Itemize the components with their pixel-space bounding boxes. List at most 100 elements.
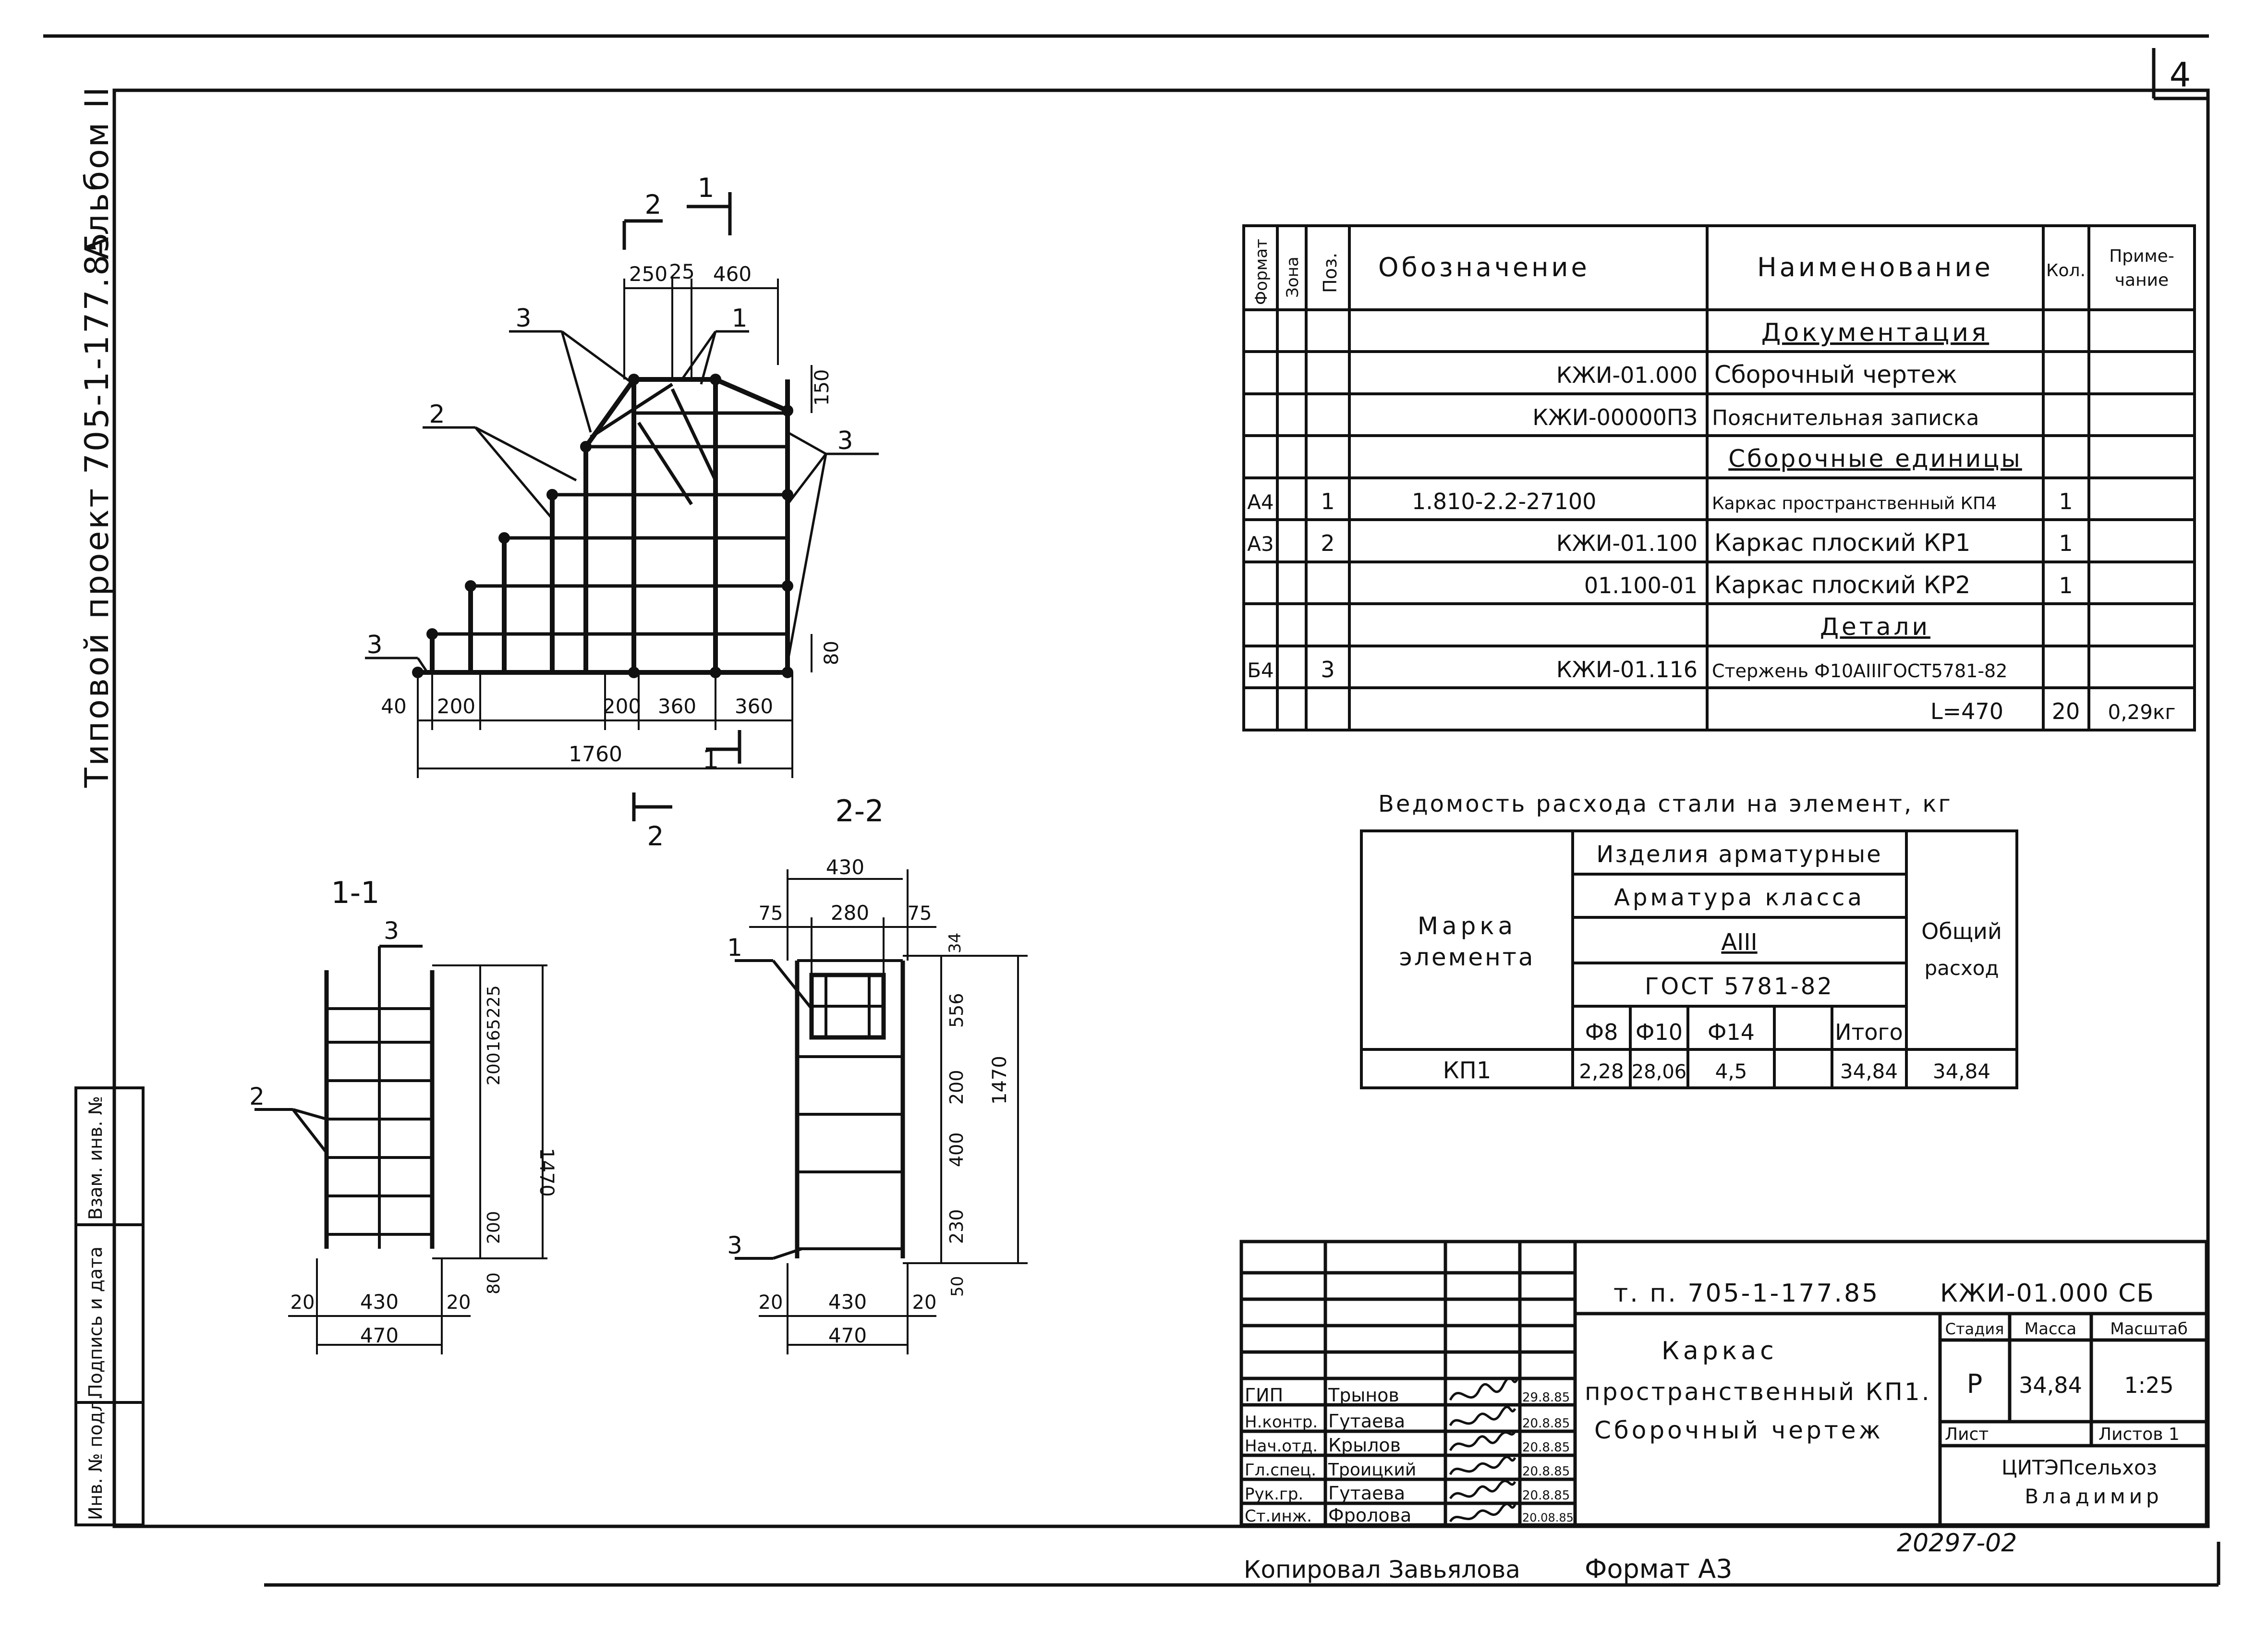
steel-total-header-2: расход	[1924, 956, 1999, 980]
tb-project-code: т. п. 705-1-177.85	[1613, 1279, 1880, 1308]
s1-dim-430: 430	[360, 1290, 399, 1314]
spec-row-1-designation: КЖИ-01.000	[1556, 362, 1698, 388]
s1-dim-470: 470	[360, 1324, 399, 1347]
s2-callout-3: 3	[727, 1231, 742, 1259]
s2-dim-20-left: 20	[759, 1292, 783, 1314]
section-1-1-label: 1-1	[331, 875, 379, 910]
spec-header-note-2: чание	[2115, 270, 2169, 290]
steel-class-label: Арматура класса	[1614, 884, 1865, 911]
signatures	[1449, 1377, 1519, 1523]
section-2-2-label: 2-2	[835, 793, 884, 829]
s2-dim-200: 200	[946, 1070, 967, 1105]
callout-1: 1	[731, 304, 747, 333]
s1-dim-225: 225	[484, 985, 504, 1018]
s2-dim-75-right: 75	[908, 902, 932, 925]
spec-row-4-name: Каркас пространственный КП4	[1712, 494, 1997, 513]
tb-staff-date-3: 20.8.85	[1522, 1464, 1570, 1479]
spec-row-4-designation: 1.810-2.2-27100	[1412, 488, 1596, 514]
side-stamp-inv: Инв. № подл.	[85, 1394, 106, 1520]
tb-title-3: Сборочный чертеж	[1594, 1416, 1883, 1444]
spec-header-qty: Кол.	[2046, 261, 2086, 280]
s2-dim-400: 400	[946, 1132, 967, 1167]
s2-dim-34: 34	[946, 933, 965, 953]
steel-row-f8: 2,28	[1579, 1060, 1624, 1083]
section-mark-1-top: 1	[698, 172, 715, 203]
tb-staff-date-2: 20.8.85	[1522, 1440, 1570, 1455]
tb-staff-role-3: Гл.спец.	[1245, 1461, 1316, 1480]
steel-table	[1360, 829, 2018, 1089]
tb-staff-role-1: Н.контр.	[1245, 1413, 1318, 1432]
spec-row-8-pos: 3	[1321, 657, 1334, 682]
spec-row-7-name: Детали	[1820, 613, 1930, 641]
title-block	[1239, 1240, 2208, 1527]
s1-dim-20-right: 20	[447, 1292, 471, 1314]
section-2-2-drawing	[735, 869, 1028, 1354]
spec-header-zone: Зона	[1283, 256, 1302, 298]
tb-staff-date-1: 20.8.85	[1522, 1416, 1570, 1431]
callout-3-right: 3	[837, 426, 853, 455]
spec-row-5-designation: КЖИ-01.100	[1556, 530, 1698, 556]
tb-title-1: Каркас	[1662, 1337, 1778, 1365]
callout-2: 2	[429, 400, 445, 429]
tb-staff-name-5: Фролова	[1328, 1505, 1411, 1526]
steel-row-total: 34,84	[1933, 1060, 1990, 1083]
tb-staff-date-5: 20.08.85	[1522, 1511, 1574, 1524]
section-1-1-callout-3: 3	[384, 917, 399, 945]
s2-dim-556: 556	[946, 993, 967, 1028]
steel-standard: ГОСТ 5781-82	[1645, 973, 1834, 1000]
s2-dim-470: 470	[828, 1324, 867, 1347]
steel-col-f8: Ф8	[1585, 1019, 1618, 1045]
spec-row-5-format: А3	[1247, 532, 1273, 556]
spec-header-format: Формат	[1252, 239, 1271, 305]
tb-staff-name-4: Гутаева	[1328, 1483, 1405, 1504]
s2-dim-430-top: 430	[826, 855, 864, 879]
spec-row-9-qty: 20	[2052, 698, 2080, 724]
spec-header-name: Наименование	[1757, 252, 1993, 282]
side-stamp	[74, 1086, 145, 1526]
s1-dim-200b: 200	[484, 1211, 504, 1244]
project-title-vertical: Типовой проект 705-1-177.85	[78, 230, 116, 788]
spec-row-4-format: А4	[1247, 490, 1273, 514]
dim-bottom-360a: 360	[658, 695, 696, 718]
section-mark-2-bottom: 2	[647, 821, 664, 852]
spec-row-8-name: Стержень Ф10АIIIГОСТ5781-82	[1712, 660, 2007, 682]
dim-right-80: 80	[821, 641, 843, 665]
section-1-1-drawing	[255, 945, 547, 1354]
tb-org-2: Владимир	[2025, 1485, 2162, 1508]
dim-overall-1760: 1760	[569, 742, 622, 767]
spec-row-0-name: Документация	[1761, 318, 1989, 347]
s1-dim-200a: 200	[484, 1052, 504, 1085]
s2-dim-230: 230	[946, 1209, 967, 1244]
steel-table-title: Ведомость расхода стали на элемент, кг	[1378, 791, 1953, 817]
dim-top-25: 25	[669, 260, 694, 283]
dim-right-150: 150	[811, 369, 833, 406]
tb-stage-header: Стадия	[1945, 1320, 2004, 1338]
tb-sheet-header: Лист	[1945, 1425, 1989, 1444]
section-1-1-callout-2: 2	[249, 1083, 265, 1110]
s2-dim-50: 50	[948, 1276, 967, 1297]
sheet-format: Формат А3	[1585, 1554, 1733, 1584]
section-mark-1-bottom: 1	[703, 744, 719, 775]
spec-row-3-name: Сборочные единицы	[1728, 445, 2022, 473]
steel-total-header-1: Общий	[1921, 918, 2002, 944]
spec-row-4-pos: 1	[1321, 488, 1334, 514]
section-mark-2-top: 2	[645, 189, 662, 220]
spec-row-4-qty: 1	[2059, 488, 2073, 514]
steel-class-value: АIII	[1721, 929, 1757, 956]
s1-dim-80: 80	[484, 1272, 504, 1294]
steel-row-f14: 4,5	[1715, 1060, 1747, 1083]
spec-row-2-name: Пояснительная записка	[1712, 406, 1979, 430]
tb-staff-role-2: Нач.отд.	[1245, 1437, 1318, 1456]
tb-scale-header: Масштаб	[2110, 1319, 2188, 1339]
tb-doc-code: КЖИ-01.000 СБ	[1940, 1279, 2155, 1308]
spec-row-8-format: Б4	[1247, 658, 1274, 682]
main-elevation-drawing	[365, 192, 879, 821]
archive-number: 20297-02	[1897, 1529, 2017, 1558]
tb-staff-role-4: Рук.гр.	[1245, 1485, 1303, 1504]
steel-mark-header-2: элемента	[1399, 943, 1535, 971]
side-stamp-replace: Взам. инв. №	[85, 1096, 106, 1220]
tb-staff-name-2: Крылов	[1328, 1435, 1401, 1456]
s2-callout-1: 1	[727, 934, 742, 962]
spec-row-1-name: Сборочный чертеж	[1714, 361, 1957, 389]
